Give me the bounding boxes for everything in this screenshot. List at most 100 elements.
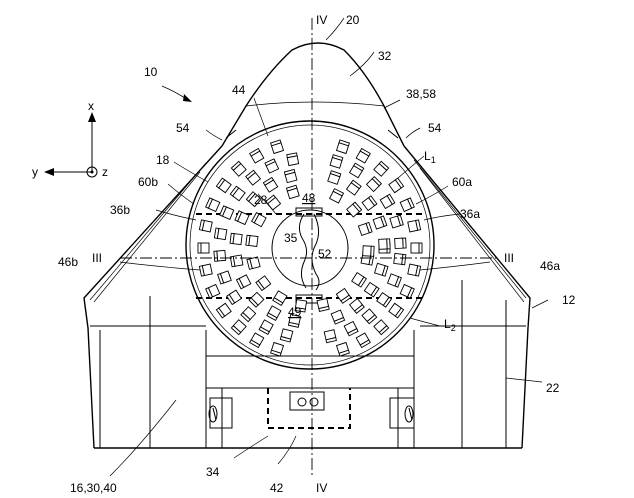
seat: [272, 290, 288, 307]
label-36a: 36a: [460, 207, 480, 221]
seat: [365, 175, 383, 193]
axis-label-x: x: [88, 99, 94, 113]
label-22: 22: [546, 381, 560, 395]
seat: [373, 160, 390, 177]
label-20: 20: [346, 13, 360, 27]
seat: [215, 177, 232, 194]
seat: [410, 242, 423, 254]
fuselage-outline: [83, 42, 531, 449]
seat: [262, 176, 279, 193]
seat: [217, 270, 232, 285]
seat: [388, 177, 405, 194]
seat: [329, 154, 344, 169]
seat: [361, 308, 378, 325]
label-iv-bottom: IV: [316, 481, 327, 495]
label-12: 12: [562, 293, 576, 307]
seat: [240, 306, 257, 323]
label-44: 44: [232, 83, 246, 97]
seat: [361, 195, 378, 212]
seat: [316, 297, 330, 313]
seat: [226, 289, 243, 306]
seat: [213, 227, 228, 241]
seat: [373, 319, 390, 336]
label-49: 49: [288, 305, 302, 319]
seat: [197, 242, 210, 254]
seat: [245, 169, 262, 186]
label-38-58: 38,58: [406, 87, 436, 101]
seat: [255, 275, 272, 292]
seat: [279, 328, 294, 343]
seat: [351, 272, 367, 288]
axis-label-z: z: [102, 165, 108, 179]
seat: [248, 291, 265, 308]
seat: [230, 160, 247, 177]
seat: [270, 341, 285, 357]
seat: [215, 302, 232, 319]
seat: [389, 214, 404, 229]
seat: [219, 205, 235, 220]
seat: [335, 287, 352, 304]
seat: [343, 320, 359, 337]
label-60b: 60b: [138, 175, 158, 189]
seat: [294, 299, 308, 313]
label-l1: L1: [424, 149, 436, 165]
seat: [407, 219, 422, 233]
reference-labels: 10 20 32 38,58 44 54 54 18 L1 60b 60a 28…: [32, 13, 576, 495]
label-16-30-40: 16,30,40: [70, 481, 117, 495]
label-36b: 36b: [110, 203, 130, 217]
label-35: 35: [284, 231, 298, 245]
seat: [213, 249, 227, 262]
label-iv-top: IV: [316, 13, 327, 27]
seat: [230, 319, 247, 336]
seat: [357, 221, 373, 237]
seat: [345, 179, 362, 196]
seat: [335, 139, 350, 155]
label-iii-right: III: [504, 251, 514, 265]
leader-lines: [109, 17, 549, 477]
seat: [198, 219, 213, 233]
seat: [229, 254, 244, 268]
axis-label-y: y: [32, 165, 38, 179]
seat: [205, 197, 221, 213]
seat: [234, 210, 250, 226]
seat: [286, 152, 300, 167]
seat: [249, 147, 265, 164]
axis-triad: [44, 112, 98, 178]
seat: [283, 168, 298, 184]
label-28: 28: [254, 193, 268, 207]
seat: [246, 256, 261, 270]
seat: [265, 194, 282, 211]
seat: [388, 302, 405, 319]
seat: [205, 283, 221, 299]
seat: [379, 193, 396, 210]
label-52: 52: [318, 247, 332, 261]
seat: [355, 147, 371, 164]
seat: [251, 212, 267, 228]
label-l2: L2: [444, 317, 456, 333]
seat: [266, 305, 282, 321]
label-46a: 46a: [540, 259, 560, 273]
seat: [346, 201, 363, 218]
label-34: 34: [206, 465, 220, 479]
seat: [285, 184, 300, 200]
seat: [245, 191, 262, 208]
seat: [363, 281, 380, 298]
seat: [249, 332, 265, 349]
seat: [229, 232, 243, 246]
seat: [393, 252, 407, 266]
seat: [323, 329, 337, 344]
label-42: 42: [270, 481, 284, 495]
label-10: 10: [144, 65, 158, 79]
label-48: 48: [302, 191, 316, 205]
seat: [229, 185, 246, 202]
seat: [386, 273, 402, 288]
passenger-seats: [197, 139, 423, 357]
seat: [327, 170, 342, 185]
seat: [407, 263, 422, 277]
label-18: 18: [156, 153, 170, 167]
seat: [270, 139, 285, 155]
seat: [362, 245, 375, 257]
seat: [376, 292, 393, 308]
seat: [355, 332, 371, 349]
section-lines: [120, 18, 500, 476]
